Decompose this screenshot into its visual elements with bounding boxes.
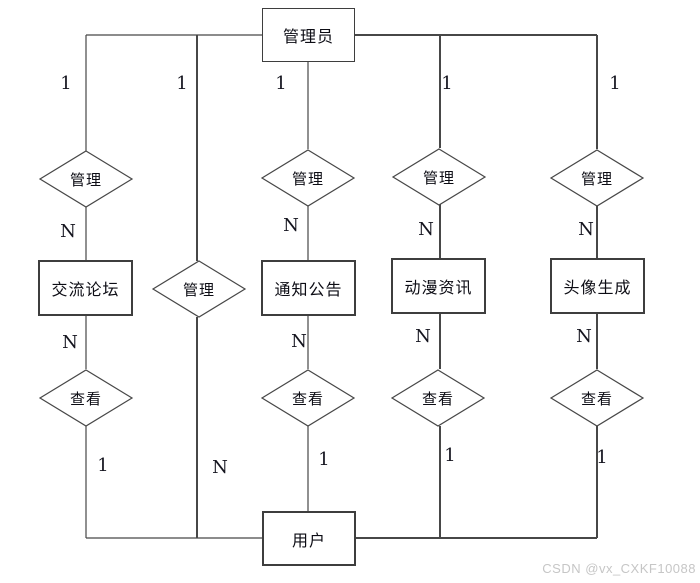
cardinality-avatar-view-n: N <box>576 326 592 347</box>
cardinality-anime-view-n: N <box>415 326 431 347</box>
entity-forum: 交流论坛 <box>38 260 133 316</box>
relation-view-avatar-label: 查看 <box>580 389 613 408</box>
entity-anime: 动漫资讯 <box>391 258 486 314</box>
entity-admin-label: 管理员 <box>282 27 334 46</box>
cardinality-view-notice-user-1: 1 <box>318 449 330 470</box>
cardinality-notice-view-n: N <box>291 331 307 352</box>
relation-manage-user-label: 管理 <box>182 280 215 299</box>
entity-notice-label: 通知公告 <box>274 280 343 299</box>
cardinality-manage-user-n: N <box>212 457 228 478</box>
relation-manage-forum-label: 管理 <box>69 170 102 189</box>
diamond-shape <box>549 369 645 427</box>
relation-view-notice: 查看 <box>260 369 356 427</box>
entity-user: 用户 <box>262 511 356 566</box>
diamond-shape <box>151 260 247 318</box>
relation-manage-anime: 管理 <box>391 148 487 206</box>
relation-manage-user: 管理 <box>151 260 247 318</box>
diamond-shape <box>38 150 134 208</box>
entity-notice: 通知公告 <box>261 260 356 316</box>
entity-avatar-label: 头像生成 <box>563 278 632 297</box>
entity-user-label: 用户 <box>291 530 326 550</box>
cardinality-view-avatar-user-1: 1 <box>596 447 608 468</box>
relation-view-notice-label: 查看 <box>291 389 324 408</box>
relation-manage-notice: 管理 <box>260 149 356 207</box>
entity-admin: 管理员 <box>262 8 355 62</box>
diamond-shape <box>260 149 356 207</box>
cardinality-view-forum-user-1: 1 <box>97 455 109 476</box>
cardinality-admin-avatar-1: 1 <box>609 73 621 94</box>
diamond-shape <box>391 148 487 206</box>
cardinality-manage-forum-n: N <box>60 221 76 242</box>
relation-view-anime-label: 查看 <box>421 389 454 408</box>
relation-manage-anime-label: 管理 <box>422 168 455 187</box>
diamond-shape <box>549 149 645 207</box>
edges-col1-col3 <box>85 34 309 539</box>
edges-col2-col4-col5 <box>196 34 598 539</box>
cardinality-manage-avatar-n: N <box>578 219 594 240</box>
relation-manage-notice-label: 管理 <box>291 169 324 188</box>
cardinality-admin-notice-1: 1 <box>275 73 287 94</box>
relation-manage-avatar-label: 管理 <box>580 169 613 188</box>
cardinality-manage-anime-n: N <box>418 219 434 240</box>
cardinality-admin-user-1: 1 <box>176 73 188 94</box>
relation-view-forum: 查看 <box>38 369 134 427</box>
cardinality-view-anime-user-1: 1 <box>444 445 456 466</box>
entity-avatar: 头像生成 <box>550 258 645 314</box>
relation-view-avatar: 查看 <box>549 369 645 427</box>
diamond-shape <box>260 369 356 427</box>
diamond-shape <box>390 369 486 427</box>
relation-view-anime: 查看 <box>390 369 486 427</box>
cardinality-forum-view-n: N <box>62 332 78 353</box>
csdn-watermark: CSDN @vx_CXKF10088 <box>542 561 696 576</box>
diamond-shape <box>38 369 134 427</box>
cardinality-admin-anime-1: 1 <box>441 73 453 94</box>
relation-manage-forum: 管理 <box>38 150 134 208</box>
entity-forum-label: 交流论坛 <box>51 280 120 299</box>
relation-manage-avatar: 管理 <box>549 149 645 207</box>
cardinality-manage-notice-n: N <box>283 215 299 236</box>
entity-anime-label: 动漫资讯 <box>404 278 473 297</box>
relation-view-forum-label: 查看 <box>69 389 102 408</box>
cardinality-admin-forum-1: 1 <box>60 73 72 94</box>
